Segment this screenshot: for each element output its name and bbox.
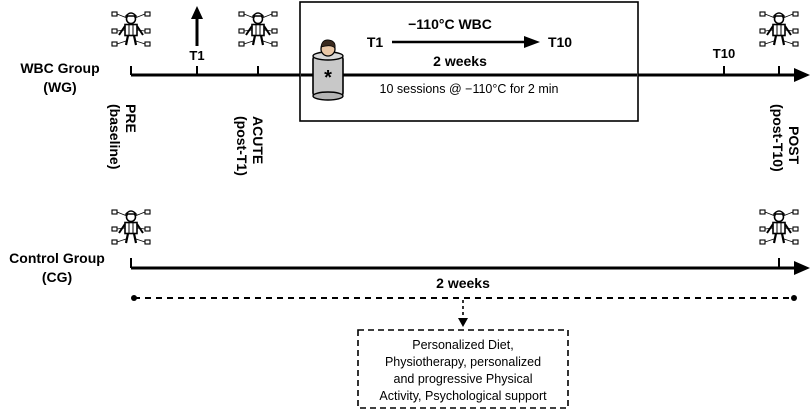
wbc-duration: 2 weeks bbox=[433, 53, 487, 69]
control-treatment-box bbox=[357, 329, 569, 409]
wbc-period-arrowhead bbox=[524, 36, 540, 48]
post-sublabel: (post-T10) bbox=[770, 104, 786, 172]
wbc-timeline-arrowhead bbox=[794, 68, 810, 82]
control-group-abbr: (CG) bbox=[42, 269, 72, 285]
acute-label: ACUTE bbox=[250, 116, 266, 164]
chamber-symbol: * bbox=[324, 67, 332, 89]
control-connector-arrowhead bbox=[458, 318, 468, 327]
wbc-group-label: WBC Group bbox=[20, 60, 99, 76]
pre-label: PRE bbox=[123, 104, 139, 133]
control-treatment-line: and progressive Physical bbox=[394, 372, 533, 386]
wbc-title: −110°C WBC bbox=[408, 16, 492, 32]
wbc-end-label: T10 bbox=[548, 34, 572, 50]
athlete-with-sensors-icon bbox=[758, 208, 800, 246]
t1-label: T1 bbox=[189, 48, 204, 63]
control-treatment-line: Activity, Psychological support bbox=[379, 389, 547, 403]
athlete-with-sensors-icon bbox=[110, 208, 152, 246]
wbc-start-label: T1 bbox=[367, 34, 384, 50]
control-group-label: Control Group bbox=[9, 250, 105, 266]
athlete-with-sensors-icon bbox=[758, 10, 800, 48]
wbc-group-abbr: (WG) bbox=[43, 79, 76, 95]
cryo-chamber-icon: * bbox=[312, 39, 344, 101]
wbc-sessions-text: 10 sessions @ −110°C for 2 min bbox=[380, 82, 559, 96]
pre-sublabel: (baseline) bbox=[107, 104, 123, 169]
wbc-treatment-box bbox=[299, 1, 639, 122]
post-label: POST bbox=[786, 126, 802, 165]
control-duration-start-dot bbox=[131, 295, 137, 301]
athlete-with-sensors-icon bbox=[237, 10, 279, 48]
athlete-with-sensors-icon bbox=[110, 10, 152, 48]
acute-sublabel: (post-T1) bbox=[234, 116, 250, 176]
control-timeline-arrowhead bbox=[794, 261, 810, 275]
control-duration: 2 weeks bbox=[436, 275, 490, 291]
t10-label: T10 bbox=[713, 46, 735, 61]
control-duration-end-dot bbox=[791, 295, 797, 301]
control-treatment-line: Physiotherapy, personalized bbox=[385, 355, 541, 369]
t1-arrow-head bbox=[191, 6, 203, 19]
control-treatment-line: Personalized Diet, bbox=[412, 338, 513, 352]
